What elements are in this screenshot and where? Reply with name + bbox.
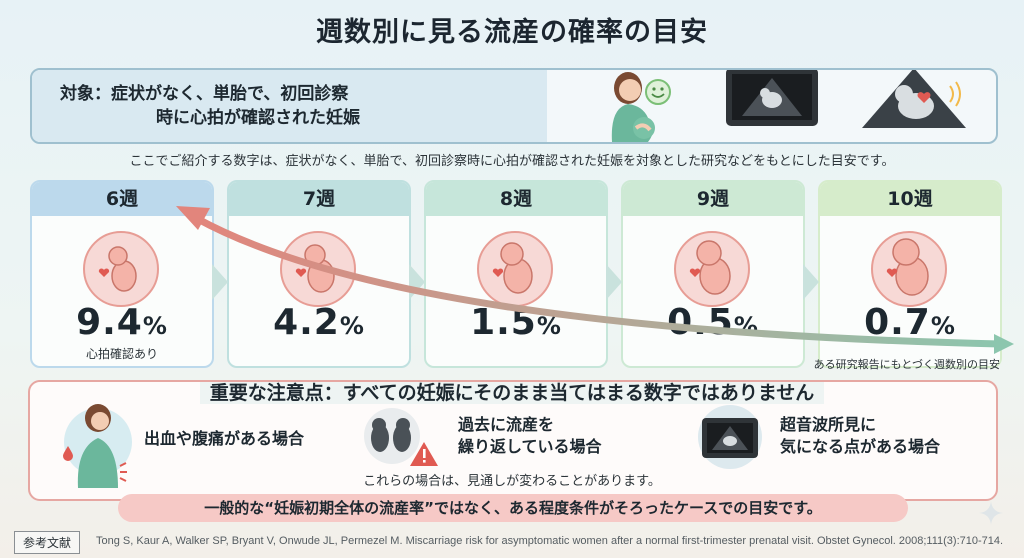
ultrasound-heart-icon <box>862 70 966 128</box>
rate-value: 9.4% <box>32 302 212 343</box>
notes-title-text: 重要な注意点：すべての妊娠にそのまま当てはまる数字ではありません <box>199 382 825 404</box>
note-ultrasound: 超音波所見に 気になる点がある場合 <box>780 414 940 458</box>
week-label: 9週 <box>623 182 803 216</box>
intro-text: ここでご紹介する数字は、症状がなく、単胎で、初回診察時に心拍が確認された妊娠を対… <box>129 154 895 169</box>
reference-label: 参考文献 <box>14 531 81 554</box>
embryo-icon <box>674 231 750 307</box>
notes-title: 重要な注意点：すべての妊娠にそのまま当てはまる数字ではありません <box>0 378 1024 405</box>
note-ultrasound-line-2: 気になる点がある場合 <box>780 437 941 456</box>
target-line-1: 対象：症状がなく、単胎で、初回診察 <box>60 84 349 104</box>
embryo-icon <box>477 231 553 307</box>
rate-value: 0.7% <box>820 302 1000 343</box>
pregnant-woman-icon <box>611 72 655 142</box>
chevron-right-icon <box>212 264 228 300</box>
target-panel: 対象：症状がなく、単胎で、初回診察 時に心拍が確認された妊娠 <box>30 68 998 144</box>
rate-unit: % <box>142 312 168 340</box>
rate-unit: % <box>930 312 956 340</box>
notes-footer: これらの場合は、見通しが変わることがあります。 <box>363 474 661 489</box>
rate-unit: % <box>339 312 365 340</box>
target-line-2: 時に心拍が確認された妊娠 <box>156 108 360 128</box>
rate-number: 0.5 <box>667 302 734 343</box>
note-bleeding: 出血や腹痛がある場合 <box>144 429 305 448</box>
woman-pain-icon <box>63 404 132 488</box>
note-recurrent: 過去に流産を 繰り返している場合 <box>458 414 602 458</box>
summary-banner: 一般的な“妊娠初期全体の流産率”ではなく、ある程度条件がそろったケースでの目安で… <box>118 494 908 522</box>
note-ultrasound-line-1: 超音波所見に <box>780 415 877 434</box>
rate-number: 4.2 <box>273 302 340 343</box>
rate-value: 1.5% <box>426 302 606 343</box>
ultrasound-monitor-icon <box>726 70 818 126</box>
week-card: 6週 9.4% 心拍確認あり <box>30 180 214 368</box>
rate-number: 0.7 <box>864 302 931 343</box>
week-label: 6週 <box>32 182 212 216</box>
rate-value: 4.2% <box>229 302 409 343</box>
sparkle-icon <box>979 501 1003 525</box>
target-text: 対象：症状がなく、単胎で、初回診察 時に心拍が確認された妊娠 <box>60 82 530 130</box>
embryo-icon <box>83 231 159 307</box>
chevron-right-icon <box>803 264 819 300</box>
embryo-icon <box>871 231 947 307</box>
embryo-icon <box>280 231 356 307</box>
target-panel-shade <box>32 70 547 142</box>
week-card: 7週 4.2% <box>227 180 411 368</box>
arrow-note: ある研究報告にもとづく週数別の目安 <box>813 358 1000 371</box>
week-card: 9週 0.5% <box>621 180 805 368</box>
rate-unit: % <box>733 312 759 340</box>
smiley-icon <box>645 79 671 105</box>
twin-embryo-warning-icon <box>364 408 438 466</box>
chevron-right-icon <box>606 264 622 300</box>
chevron-right-icon <box>409 264 425 300</box>
rate-number: 1.5 <box>470 302 537 343</box>
rate-unit: % <box>536 312 562 340</box>
ultrasound-screen-icon <box>698 405 762 469</box>
rate-note: 心拍確認あり <box>85 347 158 361</box>
note-recurrent-line-2: 繰り返している場合 <box>458 437 602 456</box>
week-card: 10週 0.7% <box>818 180 1002 368</box>
week-label: 7週 <box>229 182 409 216</box>
rate-value: 0.5% <box>623 302 803 343</box>
week-label: 10週 <box>820 182 1000 216</box>
page-title: 週数別に見る流産の確率の目安 <box>316 17 708 48</box>
note-recurrent-line-1: 過去に流産を <box>458 415 555 434</box>
reference-text: Tong S, Kaur A, Walker SP, Bryant V, Onw… <box>96 535 1004 547</box>
week-card: 8週 1.5% <box>424 180 608 368</box>
week-label: 8週 <box>426 182 606 216</box>
rate-number: 9.4 <box>76 302 143 343</box>
